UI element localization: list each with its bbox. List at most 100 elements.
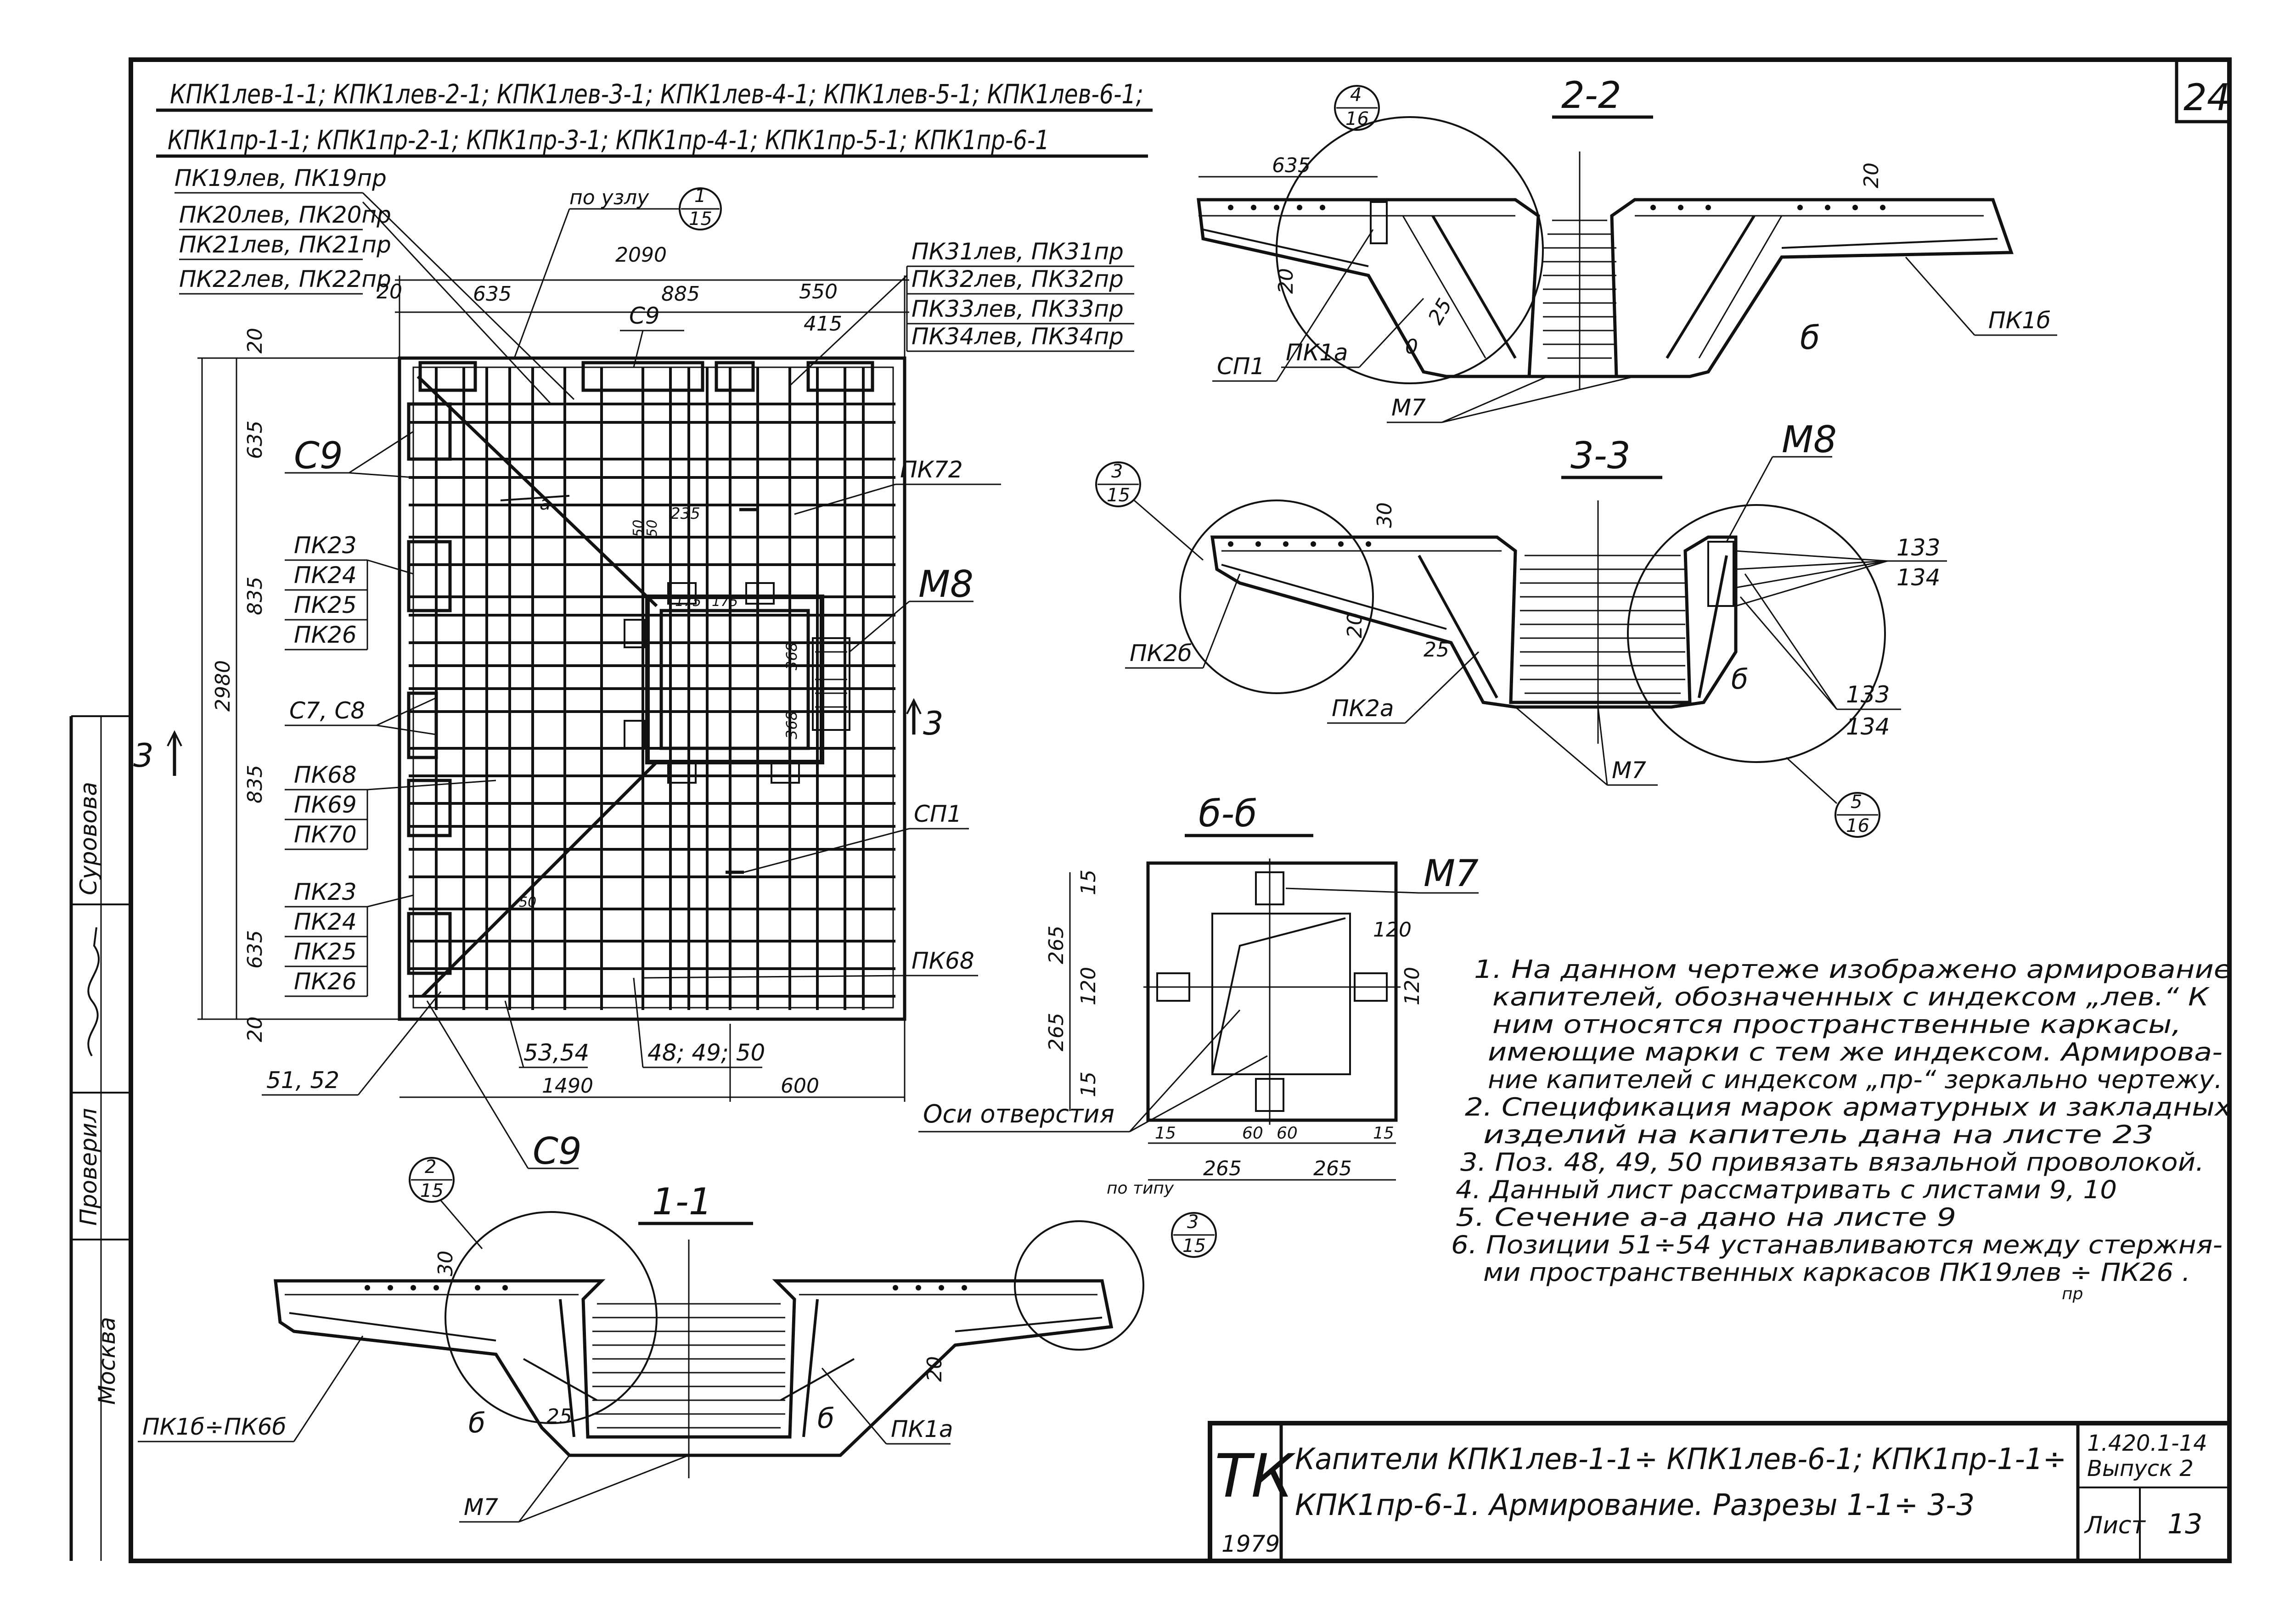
header-block: КПК1лев-1-1; КПК1лев-2-1; КПК1лев-3-1; К… [156,79,1153,158]
plan-left-group-2: ПК68 ПК69 ПК70 [285,762,496,850]
title-block: ТК 1979 Капители КПК1лев-1-1÷ КПК1лев-6-… [1208,1421,2232,1563]
header-line-2: КПК1пр-1-1; КПК1пр-2-1; КПК1пр-3-1; КПК1… [168,124,1049,156]
section-2-2-rebar-dots [1228,205,1885,210]
callout-2-15-den: 15 [420,1180,444,1201]
callout-2-15-num: 2 [425,1156,436,1178]
label-pk72: ПК72 [900,456,963,483]
label-pk33: ПК33лев, ПК33пр [912,296,1124,322]
section-1-1-title: 1-1 [652,1180,712,1223]
note-line-11: 6. Позиции 51÷54 устанавливаются между с… [1451,1230,2223,1259]
callout-5-16-num: 5 [1851,791,1862,813]
dim-inner-50b: 50 [644,520,660,537]
dim-left-20a: 20 [243,328,267,353]
node-ref-den: 15 [689,208,712,230]
label-pk31: ПК31лев, ПК31пр [912,238,1124,265]
section-3-3-title: 3-3 [1570,434,1631,477]
dim-bottom-1490: 1490 [542,1074,593,1098]
title-issue: Выпуск 2 [2087,1456,2194,1481]
label-1-1-b2: б [817,1403,834,1435]
label-g1-pk26: ПК26 [294,622,357,648]
label-holes-axis: Оси отверстия [923,1100,1114,1128]
dim-bb-b60b: 60 [1277,1124,1298,1143]
callout-3-15-b-den: 15 [1182,1235,1206,1257]
dim-left-20b: 20 [243,1016,267,1042]
callout-4-16-den: 16 [1345,108,1369,129]
label-sp1-plan: СП1 [914,801,962,827]
node-ref-num: 1 [694,185,706,207]
label-g3-pk25: ПК25 [294,938,357,965]
dim-3-3-30: 30 [1373,502,1396,528]
label-g1-pk23: ПК23 [294,532,357,559]
label-g3-pk24: ПК24 [294,909,357,935]
section-b-b: б-б М7 Оси отверстия 15 265 120 265 15 1… [918,792,1479,1181]
note-line-2: капителей, обозначенных с индексом „лев.… [1492,982,2210,1011]
plan-left-group-3: ПК23 ПК24 ПК25 ПК26 [285,879,414,997]
plan-horizontal-bars [409,403,895,998]
label-g3-pk23: ПК23 [294,879,357,905]
title-line-1: Капители КПК1лев-1-1÷ КПК1лев-6-1; КПК1п… [1295,1442,2066,1476]
dim-bb-b60a: 60 [1242,1124,1263,1143]
corner-sheet-number: 24 [2183,76,2230,119]
title-line-2: КПК1пр-6-1. Армирование. Разрезы 1-1÷ 3-… [1295,1488,1975,1522]
plan-view: 20 635 885 550 415 2090 20 635 835 835 6… [133,165,1134,1173]
dim-top-550: 550 [799,280,838,303]
label-3-3-b: б [1731,663,1748,696]
plan-dimensions [197,275,909,1102]
callout-3-15-b-num: 3 [1187,1212,1199,1233]
note-line-10: 5. Сечение а-а дано на листе 9 [1456,1203,1956,1232]
label-484950: 48; 49; 50 [647,1039,765,1066]
label-m8-plan: М8 [918,563,974,606]
dim-inner-368a: 368 [783,642,800,670]
label-3-3-pk2a: ПК2а [1332,695,1394,722]
dim-bottom-600: 600 [781,1074,819,1098]
label-c7c8: С7, С8 [289,697,365,724]
dim-bb-b265b: 265 [1313,1157,1352,1180]
plan-left-group-1: ПК23 ПК24 ПК25 ПК26 [285,532,414,651]
note-line-1: 1. На данном чертеже изображено армирова… [1474,955,2232,984]
section-2-2-title: 2-2 [1561,74,1621,117]
label-c9-left: С9 [294,434,343,477]
note-line-7: изделий на капитель дана на листе 23 [1483,1120,2154,1149]
title-sheet-label: Лист [2084,1512,2146,1539]
dim-bb-l15b: 15 [1077,1072,1100,1097]
dim-bb-b15a: 15 [1155,1124,1176,1143]
callout-3-15-a-num: 3 [1111,461,1123,482]
stamp-checked: Проверил [75,1108,102,1226]
label-1-1-pk1b6b: ПК1б÷ПК6б [142,1414,286,1440]
dim-1-1-20: 20 [923,1356,946,1382]
label-c9-bottom: С9 [533,1130,582,1173]
label-pk68-right: ПК68 [912,948,974,974]
callout-4-16-num: 4 [1350,84,1362,106]
dim-inner-50c: 50 [519,894,536,910]
dim-bb-l265a: 265 [1045,926,1068,964]
section-b-b-title: б-б [1199,792,1257,835]
dim-inner-175a: 175 [675,594,701,610]
label-2-2-pk1b: ПК1б [1988,307,2051,334]
section-1-1-rebar-dots [365,1285,967,1290]
dim-bb-b265a: 265 [1203,1157,1242,1180]
label-3-3-pk2b: ПК2б [1130,640,1192,667]
label-g2-pk69: ПК69 [294,791,357,818]
dim-top-20: 20 [377,280,402,303]
callout-3-15-b [1171,1212,1217,1258]
dim-top-415: 415 [804,312,842,336]
dim-2-2-20a: 20 [1860,163,1883,188]
cut-marker-left: 3 [133,737,154,774]
label-pk21: ПК21лев, ПК21пр [179,231,391,258]
label-pk22: ПК22лев, ПК22пр [179,266,391,292]
sheet-frame: 24 [129,57,2232,1563]
label-pk19: ПК19лев, ПК19пр [174,165,387,191]
note-subscript-pr: пр [2062,1285,2083,1303]
section-aa-mark: а [540,493,551,514]
label-5152: 51, 52 [266,1067,339,1094]
label-5354: 53,54 [523,1039,589,1066]
dim-1-1-25: 25 [546,1405,572,1428]
dim-left-635a: 635 [243,421,267,459]
callout-2-15 [409,1157,455,1203]
dim-bb-r120a: 120 [1373,918,1412,942]
label-2-2-sp1: СП1 [1217,353,1265,380]
dim-2-2-0: 0 [1405,335,1418,359]
plan-edge-frames [407,361,874,975]
label-pk34: ПК34лев, ПК34пр [912,323,1124,350]
label-1-1-m7: М7 [464,1494,498,1520]
